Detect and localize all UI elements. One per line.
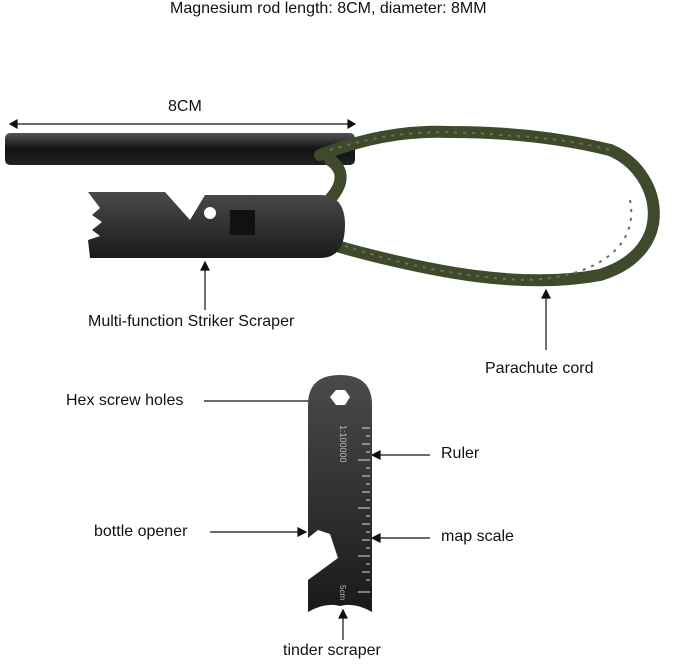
length-arrow <box>8 118 357 130</box>
tinder-label: tinder scraper <box>283 642 381 659</box>
opener-label: bottle opener <box>94 523 188 540</box>
striker-label: Multi-function Striker Scraper <box>88 313 295 330</box>
engraved-scale: 1:100000 <box>338 425 348 463</box>
ruler-ticks <box>358 427 370 593</box>
page-title: Magnesium rod length: 8CM, diameter: 8MM <box>170 0 487 17</box>
cord-loop <box>230 210 255 235</box>
cord-label: Parachute cord <box>485 360 594 377</box>
multitool-card <box>308 375 372 612</box>
map-scale-label: map scale <box>441 528 514 545</box>
striker-scraper <box>88 192 345 258</box>
length-label: 8CM <box>168 98 202 115</box>
magnesium-rod <box>5 133 355 165</box>
hex-label: Hex screw holes <box>66 392 184 409</box>
ruler-label: Ruler <box>441 445 480 462</box>
hex-hole <box>330 390 350 405</box>
engraved-unit: 5cm <box>338 585 347 600</box>
